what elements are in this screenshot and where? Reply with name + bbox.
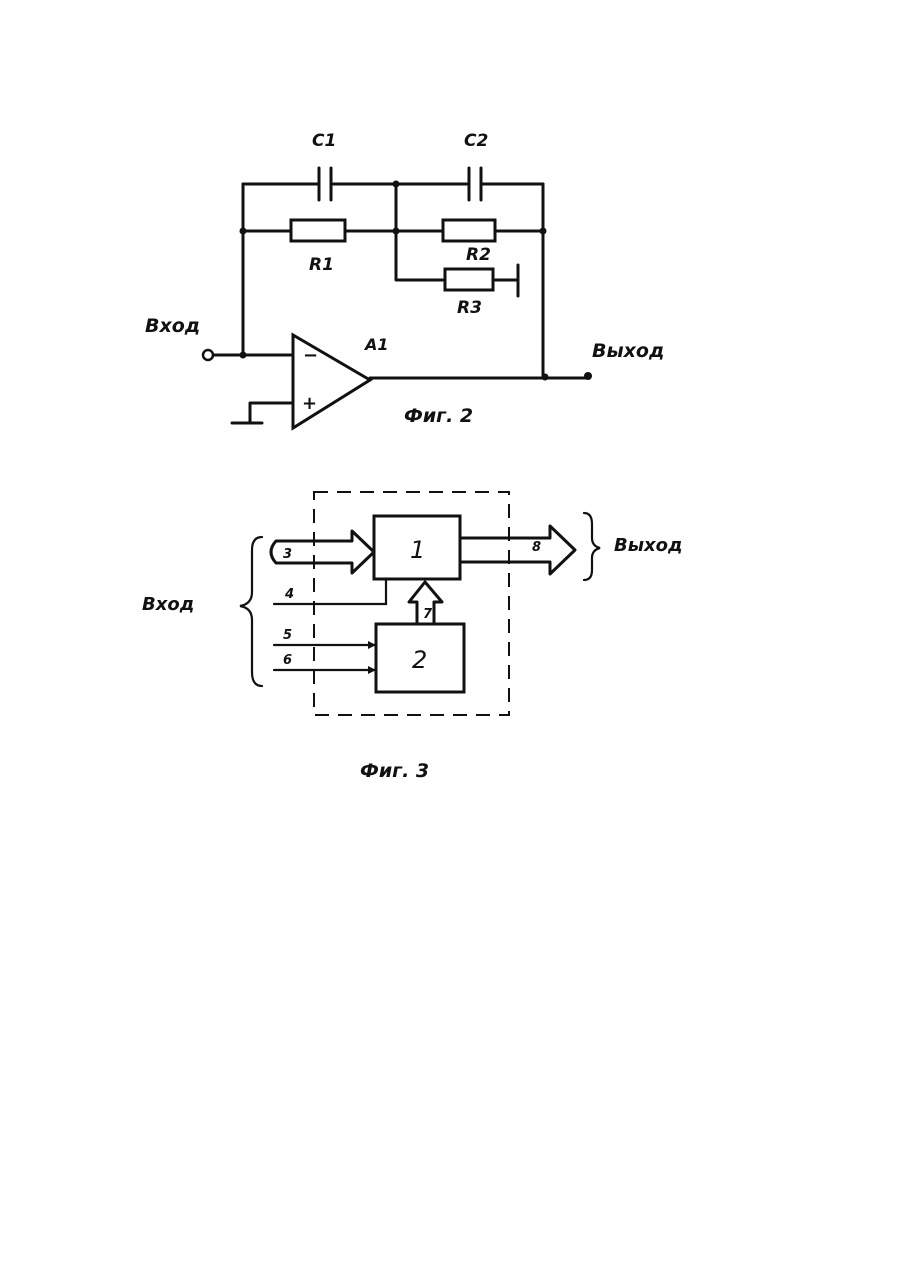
figure-3-block-diagram: 1 2 3 8 4 7 5 6 Вход Выход Фиг. 3 <box>142 492 683 782</box>
label-a1: A1 <box>363 335 389 354</box>
block-2-label: 2 <box>412 646 427 674</box>
label-line-4: 4 <box>284 587 294 602</box>
fig3-label-output: Выход <box>614 535 683 556</box>
label-c1: C1 <box>312 131 336 151</box>
figure-2-caption: Фиг. 2 <box>404 405 473 427</box>
input-terminal-icon <box>203 350 213 360</box>
figure-3-caption: Фиг. 3 <box>360 760 429 782</box>
label-line-3: 3 <box>283 547 292 562</box>
fig3-label-input: Вход <box>142 594 194 615</box>
figure-2-circuit: − + C1 C2 R1 R2 R3 A1 Вход Выход Фиг. 2 <box>145 131 664 428</box>
label-c2: C2 <box>464 131 488 151</box>
capacitor-c2 <box>469 168 481 200</box>
input-brace-icon <box>240 537 262 686</box>
label-r3: R3 <box>457 298 482 318</box>
bus-arrow-8-icon <box>460 526 575 574</box>
label-line-7: 7 <box>423 607 433 622</box>
label-r2: R2 <box>466 245 491 265</box>
label-r1: R1 <box>309 255 334 275</box>
label-line-6: 6 <box>283 653 292 668</box>
op-amp-minus: − <box>303 345 318 366</box>
resistor-r3 <box>445 269 493 290</box>
output-terminal-icon <box>584 372 592 380</box>
wire-ground <box>250 403 293 422</box>
output-brace-icon <box>584 513 600 580</box>
block-1-label: 1 <box>410 536 425 564</box>
label-output: Выход <box>592 340 664 362</box>
resistor-r1 <box>291 220 345 241</box>
label-line-5: 5 <box>283 628 292 643</box>
capacitor-c1 <box>319 168 331 200</box>
label-input: Вход <box>145 315 200 337</box>
op-amp-plus: + <box>302 393 317 414</box>
resistor-r2 <box>443 220 495 241</box>
label-line-8: 8 <box>532 540 541 555</box>
